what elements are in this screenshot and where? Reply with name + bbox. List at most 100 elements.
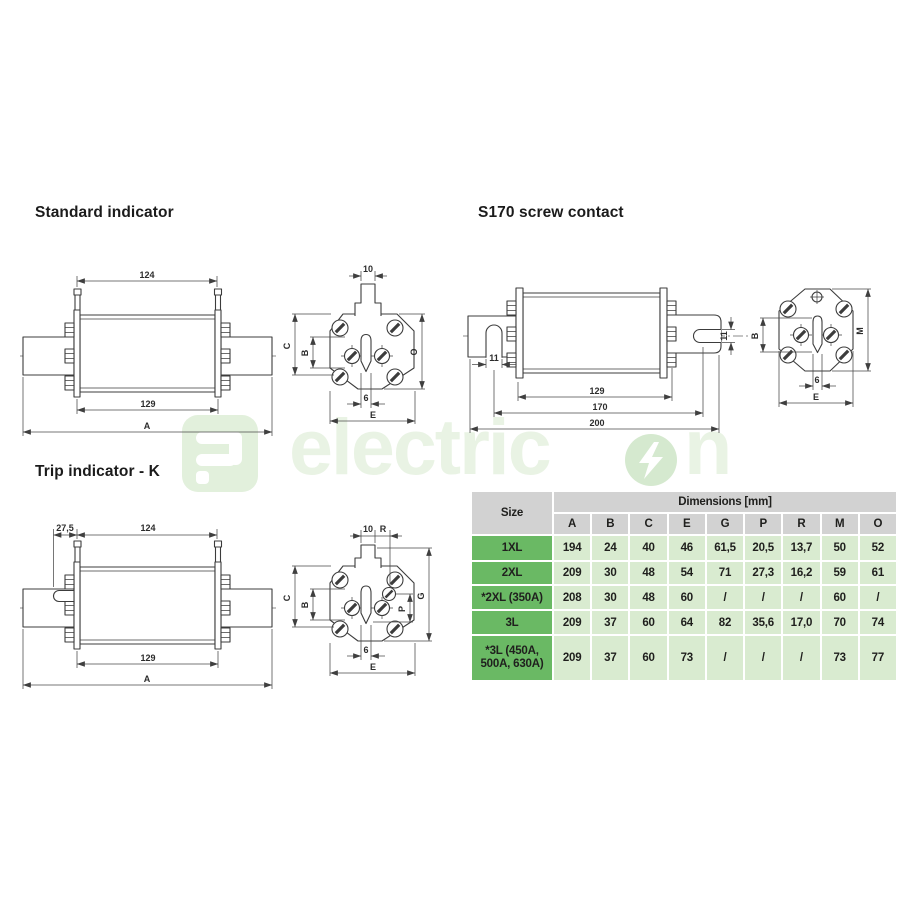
dim-cell: 16,2 (783, 562, 820, 584)
dim-cell: 30 (592, 562, 629, 584)
dim-label: E (370, 662, 376, 672)
size-column-header: Size (472, 492, 552, 534)
dim-label: P (397, 606, 407, 612)
dim-label: 10 (363, 264, 373, 274)
lightning-bolt-icon (625, 434, 677, 486)
dim-cell: 194 (554, 536, 591, 560)
dim-label: C (282, 594, 292, 601)
dim-cell: 59 (821, 562, 858, 584)
dim-cell: 82 (706, 611, 744, 634)
dim-cell: 48 (630, 562, 667, 584)
dim-label: B (300, 601, 310, 608)
dim-cell: 60 (668, 586, 705, 609)
trip-front-view: 27,5 124 129 A (20, 523, 276, 689)
col-header: E (668, 514, 705, 534)
dim-cell: 73 (668, 636, 705, 680)
size-cell: 3L (472, 611, 552, 634)
dim-label: 11 (489, 353, 499, 363)
col-header: B (592, 514, 629, 534)
dim-cell: / (783, 586, 820, 609)
dim-cell: 61 (859, 562, 896, 584)
dim-cell: 50 (821, 536, 858, 560)
dim-label: 6 (814, 375, 819, 385)
table-row: 2XL 209 30 48 54 71 27,3 16,2 59 61 (472, 562, 896, 584)
dim-label: B (300, 349, 310, 356)
s170-screw-contact-title: S170 screw contact (478, 204, 624, 221)
size-cell: *3L (450A, 500A, 630A) (472, 636, 552, 680)
dim-cell: 73 (821, 636, 858, 680)
dim-cell: 37 (592, 611, 629, 634)
dim-cell: / (783, 636, 820, 680)
col-header: G (706, 514, 744, 534)
col-header: A (554, 514, 591, 534)
dim-label: 200 (589, 418, 604, 428)
dim-cell: 54 (668, 562, 705, 584)
dim-cell: 71 (706, 562, 744, 584)
col-header: M (821, 514, 858, 534)
dim-label: 129 (140, 399, 155, 409)
dim-label: A (144, 674, 151, 684)
table-row: 3L 209 37 60 64 82 35,6 17,0 70 74 (472, 611, 896, 634)
dim-label: 6 (363, 393, 368, 403)
dim-cell: 77 (859, 636, 896, 680)
dim-label: R (380, 524, 387, 534)
dim-cell: 209 (554, 636, 591, 680)
dim-cell: 46 (668, 536, 705, 560)
dim-cell: / (706, 636, 744, 680)
dim-cell: 37 (592, 636, 629, 680)
dim-label: 124 (139, 270, 154, 280)
dim-cell: 209 (554, 562, 591, 584)
standard-indicator-title: Standard indicator (35, 204, 174, 221)
dim-cell: 17,0 (783, 611, 820, 634)
watermark-word-tail: n (684, 402, 732, 491)
dim-label: 129 (589, 386, 604, 396)
dim-cell: 60 (630, 611, 667, 634)
dim-cell: 74 (859, 611, 896, 634)
dim-label: E (370, 410, 376, 420)
dim-cell: 20,5 (745, 536, 782, 560)
trip-end-view: 10 R C B G P 6 E (282, 524, 432, 676)
dimensions-table: Size Dimensions [mm] A B C E G P R M O 1… (470, 490, 898, 682)
dim-label: 170 (592, 402, 607, 412)
standard-end-view: C B O 10 6 E (282, 264, 425, 424)
dim-cell: 208 (554, 586, 591, 609)
dim-label: A (144, 421, 151, 431)
dim-cell: 24 (592, 536, 629, 560)
col-header: P (745, 514, 782, 534)
dim-cell: 61,5 (706, 536, 744, 560)
dim-cell: / (745, 586, 782, 609)
dim-cell: 40 (630, 536, 667, 560)
size-cell: 1XL (472, 536, 552, 560)
dim-label: B (750, 332, 760, 339)
dim-cell: 48 (630, 586, 667, 609)
trip-indicator-title: Trip indicator - K (35, 463, 160, 480)
dim-cell: 60 (630, 636, 667, 680)
dim-cell: 30 (592, 586, 629, 609)
dim-cell: 35,6 (745, 611, 782, 634)
dim-cell: / (706, 586, 744, 609)
dim-cell: 60 (821, 586, 858, 609)
s170-end-view: B M 6 E (750, 288, 871, 407)
dim-cell: 13,7 (783, 536, 820, 560)
table-row: *3L (450A, 500A, 630A) 209 37 60 73 / / … (472, 636, 896, 680)
dim-label: G (416, 592, 426, 599)
size-cell: *2XL (350A) (472, 586, 552, 609)
dim-label: M (855, 327, 865, 335)
dim-label: 124 (140, 523, 155, 533)
table-row: 1XL 194 24 40 46 61,5 20,5 13,7 50 52 (472, 536, 896, 560)
dim-cell: 27,3 (745, 562, 782, 584)
dim-cell: 70 (821, 611, 858, 634)
dimensions-group-header: Dimensions [mm] (554, 492, 896, 512)
dim-cell: 209 (554, 611, 591, 634)
watermark-word: electric (289, 402, 552, 491)
s170-front-view: 11 11 129 170 200 (463, 287, 750, 433)
dim-label: E (813, 392, 819, 402)
size-cell: 2XL (472, 562, 552, 584)
col-header: O (859, 514, 896, 534)
dim-label: C (282, 342, 292, 349)
dim-cell: 52 (859, 536, 896, 560)
electricon-logo-icon (182, 415, 258, 492)
